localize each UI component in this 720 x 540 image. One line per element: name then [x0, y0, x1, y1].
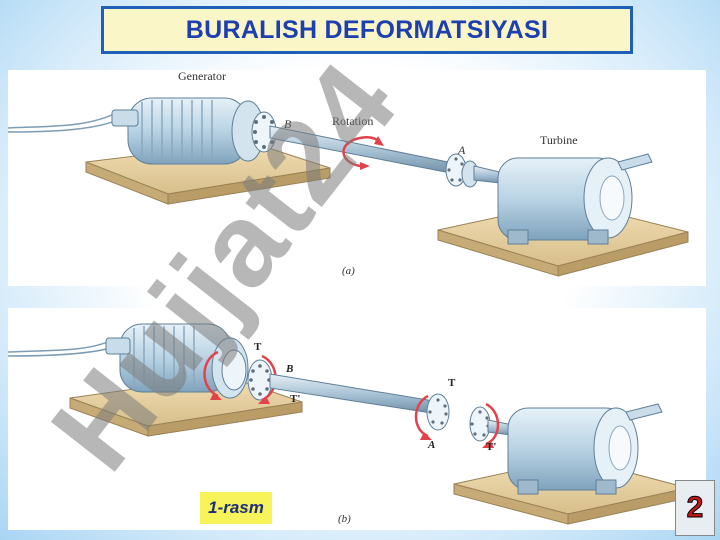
figure-caption-label: 1-rasm — [200, 492, 272, 524]
rotation-arrow — [342, 136, 361, 168]
point-b-label-2: B — [285, 363, 293, 375]
page-number: 2 — [675, 480, 715, 536]
figure-b-panel: T B T' T A T' (b) — [8, 308, 706, 530]
torque-t-label-a: T — [448, 377, 456, 389]
torque-tprime-label-b: T' — [290, 393, 300, 405]
point-b-label: B — [284, 117, 292, 131]
generator-b — [105, 323, 273, 401]
generator — [111, 97, 277, 165]
generator-label: Generator — [178, 70, 226, 83]
turbine-b — [507, 403, 663, 495]
turbine-label: Turbine — [540, 133, 578, 147]
figure-a-caption: (a) — [342, 265, 355, 277]
torque-t-label-b: T — [254, 341, 262, 353]
figure-a-illustration: Generator Rotation Turbine B A (a) — [8, 70, 689, 277]
torque-tprime-label-a: T' — [486, 441, 496, 453]
generator-cable — [8, 111, 119, 129]
figure-b-caption: (b) — [338, 513, 351, 525]
slide-title: BURALISH DEFORMATSIYASI — [185, 15, 549, 44]
point-a-label: A — [457, 143, 466, 157]
rotation-label: Rotation — [332, 114, 373, 128]
point-a-label-2: A — [427, 439, 435, 451]
figure-a-panel: Generator Rotation Turbine B A (a) — [8, 70, 706, 286]
slide-title-box: BURALISH DEFORMATSIYASI — [101, 6, 633, 54]
turbine — [497, 153, 653, 245]
figure-b-illustration: T B T' T A T' (b) — [8, 323, 689, 525]
